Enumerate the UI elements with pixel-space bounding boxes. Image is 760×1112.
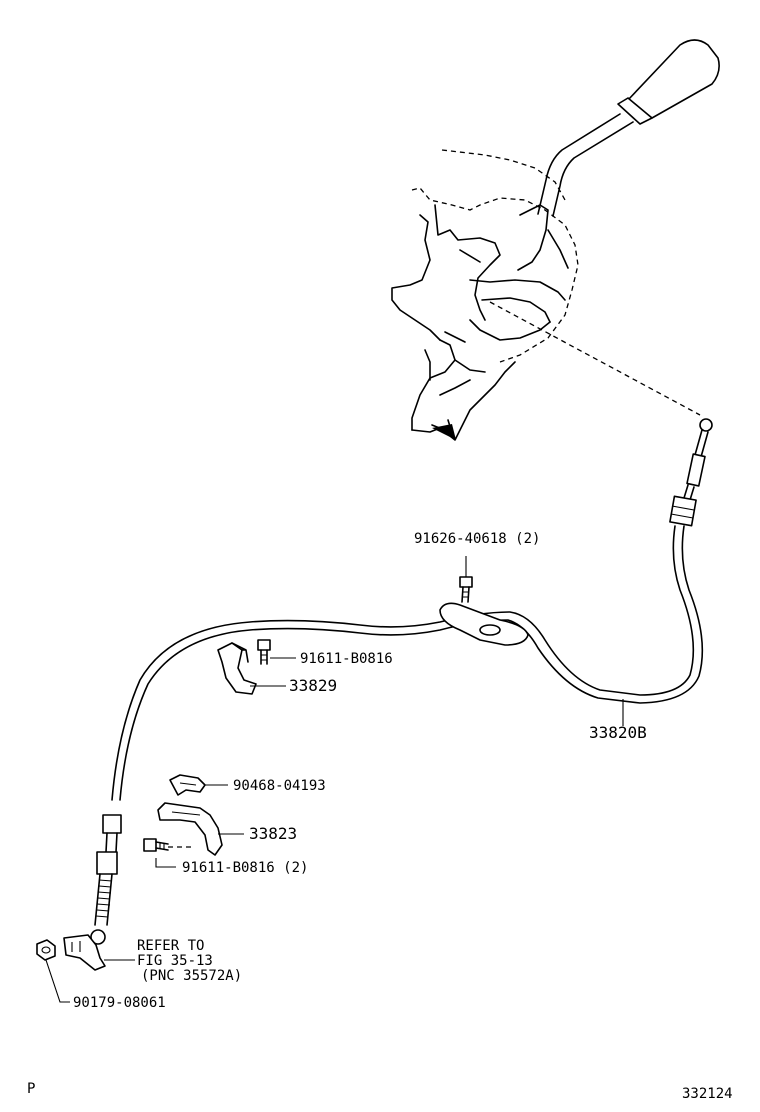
label-bolt-top: 91626-40618 (2) [414,531,541,547]
refer-line-3: (PNC 35572A) [141,968,243,984]
footer-left-mark: P [27,1081,36,1097]
bolt-top-icon [459,576,473,603]
label-bolt-mid: 91611-B0816 [300,651,393,667]
label-bracket-upper: 33829 [289,676,338,695]
bracket-33829-icon [217,639,271,695]
control-cable [111,525,704,801]
shift-lever [537,39,720,217]
leader-lines [45,556,624,1003]
clip-90468-icon [169,774,206,796]
cable-upper-end [669,418,713,527]
label-bolt-lower: 91611-B0816 (2) [182,860,309,876]
cable-grommet [439,602,529,646]
label-clip: 90468-04193 [233,778,326,794]
label-nut: 90179-08061 [73,995,166,1011]
assembly-leader-dashed [489,301,701,416]
cable-lower-end [63,814,122,971]
bolt-lower-icon [143,838,169,852]
refer-line-2: FIG 35-13 [137,953,213,969]
shift-lever-housing [391,149,579,441]
label-cable-assy: 33820B [589,723,647,742]
figure-number: 332124 [682,1086,733,1102]
nut-90179-icon [36,939,56,961]
bracket-33823-icon [157,802,223,856]
refer-line-1: REFER TO [137,938,205,954]
label-bracket-lower: 33823 [249,824,298,843]
